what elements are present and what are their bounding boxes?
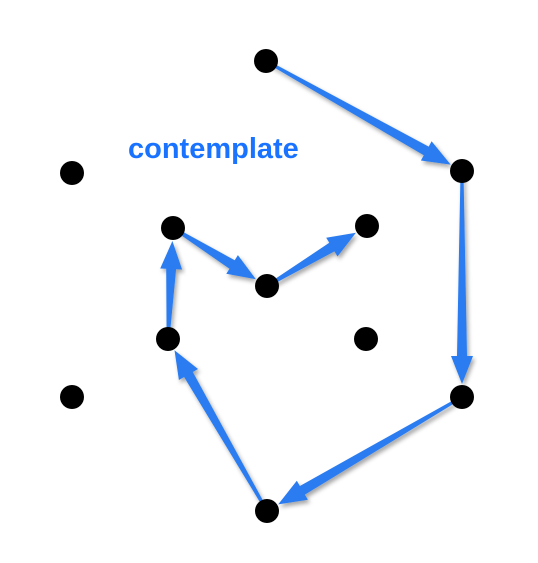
dot-left-lower [60,385,84,409]
arrow-inner-left-top-to-center [173,227,256,280]
arrow-right-lower-to-bottom [278,396,461,505]
dot-right-lower [450,385,474,409]
dot-left-upper [60,161,84,185]
dot-right-upper [450,159,474,183]
arrow-top-to-right-upper [267,60,451,165]
arrow-right-upper-to-right-lower [451,173,473,384]
dots-layer [60,49,474,523]
caption-label: contemplate [128,133,299,165]
arrows-layer [160,60,473,510]
dot-bottom [255,499,279,523]
dot-inner-left-bottom [156,327,180,351]
dot-inner-left-top [161,216,185,240]
dot-center [255,274,279,298]
arrow-center-to-inner-right-top [267,232,356,287]
dot-top [254,49,278,73]
arrow-bottom-to-inner-left-bottom [174,350,268,510]
dot-inner-right-top [355,214,379,238]
dot-inner-right-bottom [354,327,378,351]
arrow-inner-left-bottom-to-inner-left-top [160,241,183,338]
